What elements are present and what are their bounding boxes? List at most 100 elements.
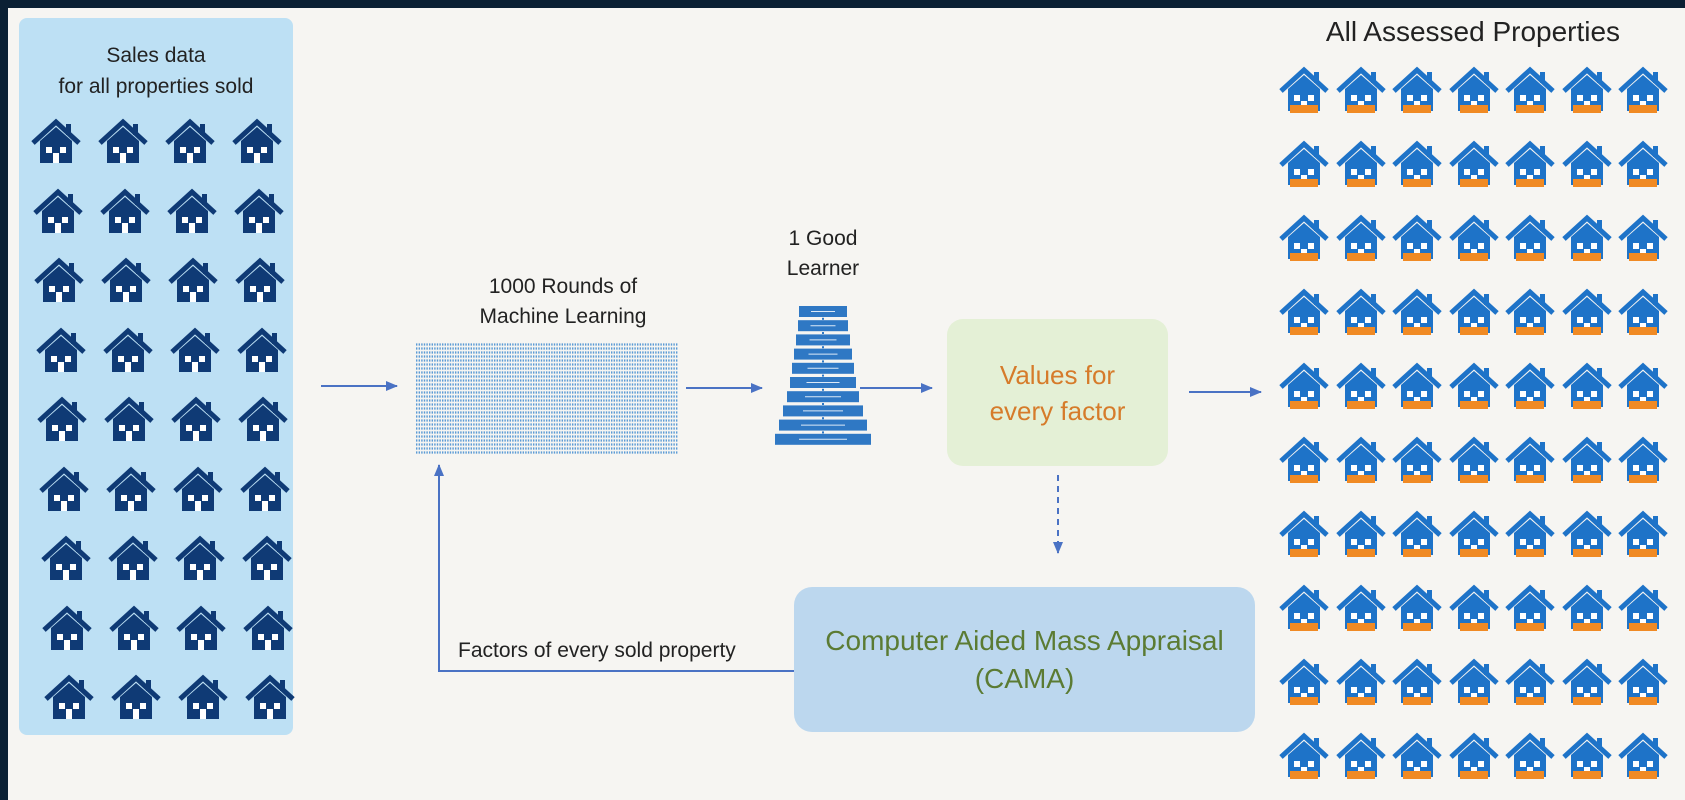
house-icon <box>1504 435 1556 485</box>
arrow-cama-to-ml <box>434 464 794 672</box>
house-icon <box>1391 213 1443 263</box>
house-icon <box>1448 139 1500 189</box>
house-icon <box>234 256 286 306</box>
house-icon <box>1335 509 1387 559</box>
house-icon <box>1504 731 1556 781</box>
house-icon <box>100 256 152 306</box>
house-icon <box>33 256 85 306</box>
house-icon <box>167 256 219 306</box>
house-icon <box>1504 65 1556 115</box>
house-icon <box>30 117 82 167</box>
house-icon <box>1335 435 1387 485</box>
house-icon <box>32 187 84 237</box>
house-icon <box>172 465 224 515</box>
house-icon <box>1617 657 1669 707</box>
house-icon <box>1278 509 1330 559</box>
house-icon <box>36 395 88 445</box>
ml-rounds-grid <box>416 343 678 454</box>
house-icon <box>1335 731 1387 781</box>
learner-stack-icon <box>775 306 871 445</box>
diagram-canvas: Sales data for all properties sold 1000 … <box>8 8 1685 800</box>
house-icon <box>1448 435 1500 485</box>
house-icon <box>1561 435 1613 485</box>
house-icon <box>1448 213 1500 263</box>
house-icon <box>1391 287 1443 337</box>
values-box-text: Values for every factor <box>989 359 1126 426</box>
house-icon <box>1278 435 1330 485</box>
house-icon <box>236 326 288 376</box>
cama-box-text: Computer Aided Mass Appraisal (CAMA) <box>825 624 1224 694</box>
house-icon <box>175 604 227 654</box>
house-icon <box>105 465 157 515</box>
house-icon <box>164 117 216 167</box>
house-icon <box>1391 65 1443 115</box>
house-icon <box>41 604 93 654</box>
house-icon <box>1278 361 1330 411</box>
house-icon <box>1504 509 1556 559</box>
house-icon <box>177 673 229 723</box>
house-icon <box>231 117 283 167</box>
cama-box: Computer Aided Mass Appraisal (CAMA) <box>794 587 1255 732</box>
house-icon <box>1617 435 1669 485</box>
house-icon <box>103 395 155 445</box>
house-icon <box>241 534 293 584</box>
house-icon <box>110 673 162 723</box>
house-icon <box>1504 583 1556 633</box>
house-icon <box>1391 435 1443 485</box>
house-icon <box>38 465 90 515</box>
house-icon <box>1561 509 1613 559</box>
values-for-every-factor-box: Values for every factor <box>947 319 1168 466</box>
house-icon <box>1561 361 1613 411</box>
house-icon <box>1335 287 1387 337</box>
house-icon <box>1278 731 1330 781</box>
house-icon <box>1448 583 1500 633</box>
house-icon <box>1561 287 1613 337</box>
house-icon <box>1391 139 1443 189</box>
house-icon <box>1448 361 1500 411</box>
flow-connectors <box>321 381 1262 672</box>
house-icon <box>97 117 149 167</box>
house-icon <box>174 534 226 584</box>
house-icon <box>1504 139 1556 189</box>
house-icon <box>1448 509 1500 559</box>
house-icon <box>99 187 151 237</box>
house-icon <box>170 395 222 445</box>
house-icon <box>1448 657 1500 707</box>
house-icon <box>35 326 87 376</box>
house-icon <box>242 604 294 654</box>
house-icon <box>169 326 221 376</box>
house-icon <box>1335 213 1387 263</box>
house-icon <box>1278 583 1330 633</box>
house-icon <box>1278 657 1330 707</box>
house-icon <box>1278 213 1330 263</box>
house-icon <box>1561 731 1613 781</box>
house-icon <box>1448 731 1500 781</box>
house-icon <box>244 673 296 723</box>
sales-data-title: Sales data for all properties sold <box>58 44 254 98</box>
house-icon <box>1391 583 1443 633</box>
house-icon <box>108 604 160 654</box>
house-icon <box>1617 361 1669 411</box>
house-icon <box>1561 657 1613 707</box>
house-icon <box>1278 65 1330 115</box>
house-icon <box>1278 287 1330 337</box>
house-icon <box>1561 139 1613 189</box>
house-icon <box>1391 361 1443 411</box>
house-icon <box>102 326 154 376</box>
assessed-properties-title: All Assessed Properties <box>1325 16 1621 47</box>
house-icon <box>1335 139 1387 189</box>
house-icon <box>1617 583 1669 633</box>
house-icon <box>166 187 218 237</box>
house-icon <box>1335 65 1387 115</box>
house-icon <box>237 395 289 445</box>
house-icon <box>1391 509 1443 559</box>
house-icon <box>40 534 92 584</box>
house-icon <box>1504 361 1556 411</box>
house-icon <box>1335 657 1387 707</box>
house-icon <box>1561 65 1613 115</box>
house-icon <box>1391 731 1443 781</box>
house-icon <box>1504 213 1556 263</box>
house-icon <box>1617 213 1669 263</box>
feedback-label: Factors of every sold property <box>458 639 736 662</box>
house-icon <box>1391 657 1443 707</box>
